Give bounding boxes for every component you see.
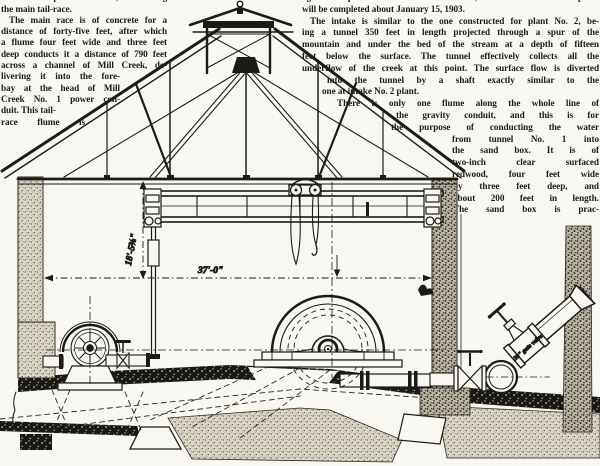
text-line: There is only one flume along the whole … (337, 98, 599, 109)
hoist-chains (290, 195, 320, 266)
text-line: The intake is similar to the one constru… (310, 15, 599, 26)
text-line: the main tail-race. (1, 3, 72, 14)
text-line: from tunnel No. 1 into (452, 133, 599, 144)
text-line: deep conducts it a distance of 790 feet (1, 48, 167, 59)
text-line: redwood, four feet wide (452, 168, 599, 179)
height-dimension-label: 18'-5⅜" (124, 233, 140, 267)
roof-truss (0, 0, 466, 185)
hoist-hook (311, 244, 318, 256)
text-line: one at intake No. 2 plant. (322, 86, 419, 97)
ridge-monitor (188, 0, 293, 75)
text-line: across a channel of Mill Creek, de- (1, 60, 167, 70)
text-line: duit. This tail- (1, 105, 56, 116)
penstock-anchor-pier (562, 225, 593, 433)
tailrace-floor-step (20, 434, 52, 450)
text-line: distance of forty-five feet, after which (1, 26, 167, 37)
text-line: Creek No. 1 power con- (1, 93, 120, 104)
width-dimension-label: 37'-0" (197, 266, 223, 276)
inclined-penstock: 30" gate valve (487, 284, 597, 369)
text-line: a flume four feet wide and three feet (1, 37, 167, 48)
right-wall-footing (419, 387, 471, 416)
exciter-valve (115, 340, 131, 370)
text-line: by three feet deep, and (453, 180, 599, 191)
crane-trolley (288, 178, 322, 197)
text-line: The sand box is prac- (453, 204, 599, 215)
text-line: about 200 feet in length. (453, 192, 599, 203)
text-line: the gravity conduit, and this is for (396, 109, 599, 120)
text-line: feet below the surface. The tunnel effec… (302, 50, 599, 61)
text-line: livering it into the fore- (1, 71, 120, 82)
traveling-crane (143, 178, 444, 359)
text-line: again put in the work, and the plant (302, 0, 598, 3)
left-wall (17, 176, 44, 324)
finial-ornament (236, 0, 244, 8)
dimensions: 18'-5⅜" 37'-0" (44, 181, 445, 386)
text-line: The main race is of concrete for a (9, 14, 167, 25)
text-line: mountain and under the bed of the stream… (302, 39, 599, 50)
chord-gussets (104, 175, 386, 180)
text-line: will be completed about January 15, 1903… (302, 3, 465, 14)
right-end-truck (423, 188, 442, 228)
ground-mass-right-of-tailrace (167, 407, 403, 463)
text-line: the sand box. It is of (452, 145, 599, 156)
text-line: into the tunnel by a shaft exactly simil… (327, 74, 599, 85)
left-pier-outline (128, 426, 183, 450)
left-end-truck (143, 188, 162, 228)
text-line: two-inch clear surfaced (452, 157, 599, 168)
text-line: ing a tunnel 350 feet in length projecte… (302, 27, 599, 38)
text-line: of the power house, entering (1, 0, 167, 4)
text-line: bay at the head of Mill (1, 82, 120, 93)
main-water-wheel-unit (253, 294, 433, 390)
right-pier-outline (397, 413, 447, 445)
centerlines (46, 182, 445, 386)
tailrace-floor-slab (0, 421, 138, 436)
dashed-flow-lines (0, 365, 431, 439)
penstock-and-valves: 30" gate valve (429, 284, 597, 395)
foundation-and-tailrace (0, 365, 600, 463)
wall-gate-valve (453, 349, 487, 393)
text-line: race flume is (1, 116, 85, 127)
text-line: underflow of the creek at this point. Th… (302, 62, 599, 73)
crane-support-column (147, 226, 160, 359)
text-line: the purpose of conducting the water (391, 121, 599, 132)
draft-chute-opening (248, 367, 338, 392)
ground-mass-bottom-right (436, 405, 600, 459)
